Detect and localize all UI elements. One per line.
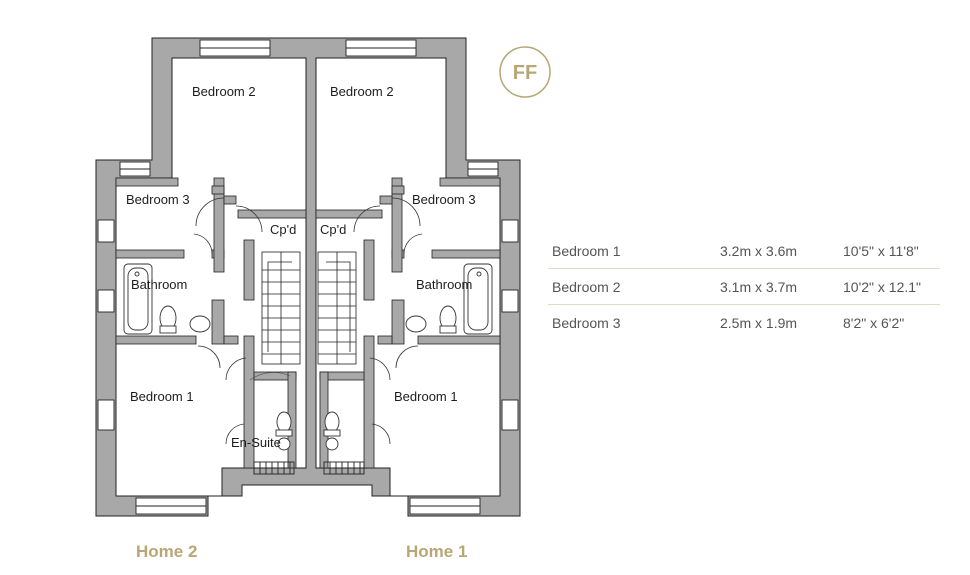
room-label-h1-bedroom-2: Bedroom 2 (330, 84, 394, 99)
room-label-h1-bathroom: Bathroom (416, 277, 472, 292)
table-row: Bedroom 3 2.5m x 1.9m 8'2" x 6'2" (548, 304, 940, 340)
dim-imperial: 10'2" x 12.1" (839, 268, 940, 305)
room-label-h2-bathroom: Bathroom (131, 277, 187, 292)
room-label-h1-bedroom-3: Bedroom 3 (412, 192, 476, 207)
dim-imperial: 8'2" x 6'2" (839, 304, 940, 340)
table-row: Bedroom 2 3.1m x 3.7m 10'2" x 12.1" (548, 268, 940, 305)
room-label-h2-bedroom-1: Bedroom 1 (130, 389, 194, 404)
home-label-left: Home 2 (136, 542, 198, 561)
dim-metric: 2.5m x 1.9m (716, 304, 839, 340)
floor-badge: FF (499, 46, 551, 98)
room-label-h2-bedroom-3: Bedroom 3 (126, 192, 190, 207)
railings (253, 461, 365, 475)
room-label-h1-bedroom-1: Bedroom 1 (394, 389, 458, 404)
dim-room: Bedroom 1 (552, 242, 621, 259)
dim-room: Bedroom 2 (548, 268, 716, 305)
staircase-home-2 (261, 251, 301, 365)
room-label-h2-bedroom-2: Bedroom 2 (192, 84, 256, 99)
room-label-h2-cupboard: Cp'd (270, 222, 296, 237)
interior-walls (115, 177, 501, 469)
dim-metric: 3.2m x 3.6m (720, 242, 798, 259)
floor-badge-circle (499, 46, 551, 98)
bath-fixtures (123, 263, 493, 451)
floor-badge-text: FF (513, 62, 537, 84)
dim-imperial: 10'5" x 11'8" (843, 242, 919, 259)
room-labels: Bedroom 2 Bedroom 2 Bedroom 3 Bedroom 3 … (126, 84, 476, 450)
door-swings (193, 197, 423, 445)
room-label-h2-en-suite: En-Suite (231, 435, 281, 450)
home-label-right: Home 1 (406, 542, 468, 561)
room-label-h1-cupboard: Cp'd (320, 222, 346, 237)
dimensions-table: Bedroom 1 3.2m x 3.6m 10'5" x 11'8" Bedr… (548, 233, 940, 340)
dim-metric: 3.1m x 3.7m (716, 268, 839, 305)
windows (97, 39, 519, 515)
staircase-home-1 (317, 251, 357, 365)
table-row: Bedroom 1 3.2m x 3.6m 10'5" x 11'8" (548, 233, 940, 269)
dim-room: Bedroom 3 (548, 304, 716, 340)
